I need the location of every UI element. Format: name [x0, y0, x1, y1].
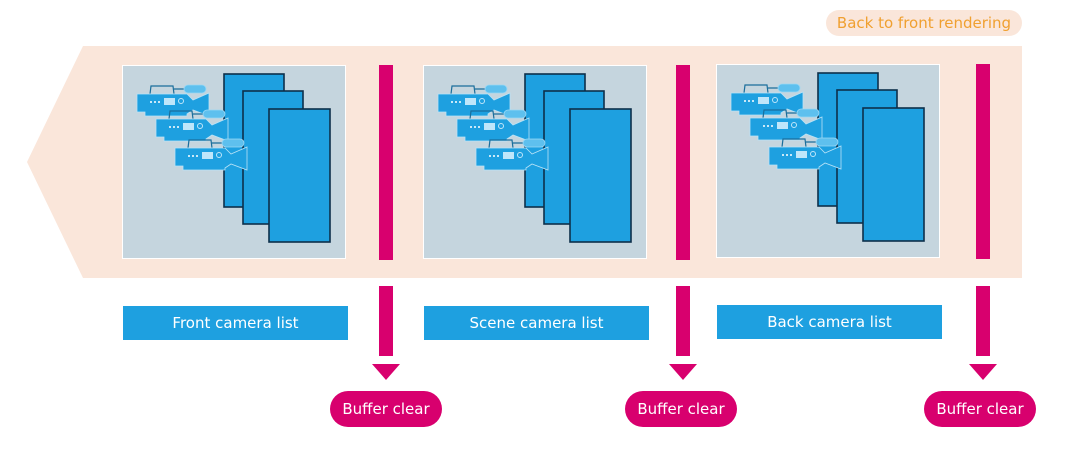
video-camera-icon — [155, 109, 229, 142]
camera-stack-icon — [730, 72, 925, 242]
title-badge: Back to front rendering — [826, 10, 1022, 36]
buffer-clear-badge: Buffer clear — [924, 391, 1036, 427]
buffer-clear-badge: Buffer clear — [625, 391, 737, 427]
arrow-shaft — [976, 286, 990, 356]
stage-panel-back — [716, 64, 940, 258]
arrow-down-icon — [372, 364, 400, 380]
stage-label-front: Front camera list — [123, 306, 348, 340]
arrow-down-icon — [669, 364, 697, 380]
stage-label-scene: Scene camera list — [424, 306, 649, 340]
video-camera-icon — [456, 109, 530, 142]
arrow-down-icon — [969, 364, 997, 380]
video-camera-icon — [730, 83, 804, 116]
video-camera-icon — [174, 138, 248, 171]
buffer-clear-bar — [676, 65, 690, 260]
stage-panel-scene — [423, 65, 647, 259]
buffer-clear-bar — [379, 65, 393, 260]
camera-stack-icon — [136, 73, 331, 243]
video-camera-icon — [749, 108, 823, 141]
arrow-shaft — [379, 286, 393, 356]
buffer-clear-bar — [976, 64, 990, 259]
stage-label-back: Back camera list — [717, 305, 942, 339]
arrow-shaft — [676, 286, 690, 356]
stage-panel-front — [122, 65, 346, 259]
video-camera-icon — [136, 84, 210, 117]
video-camera-icon — [437, 84, 511, 117]
render-layer — [862, 107, 925, 242]
buffer-clear-badge: Buffer clear — [330, 391, 442, 427]
video-camera-icon — [768, 137, 842, 170]
render-layer — [268, 108, 331, 243]
video-camera-icon — [475, 138, 549, 171]
camera-stack-icon — [437, 73, 632, 243]
render-layer — [569, 108, 632, 243]
